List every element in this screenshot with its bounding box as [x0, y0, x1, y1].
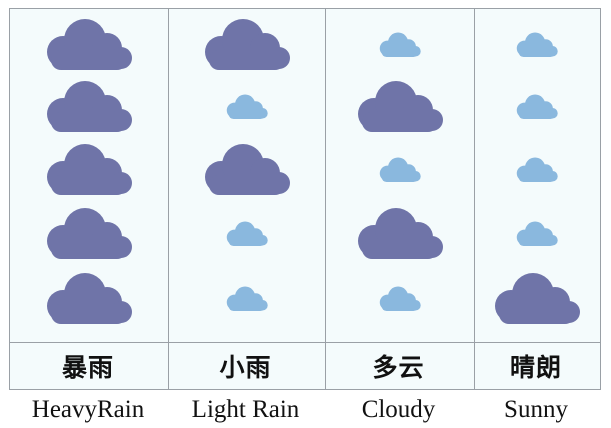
- small-cloud-icon: [325, 138, 474, 201]
- column-3: [325, 9, 474, 342]
- large-cloud-icon: [325, 75, 474, 138]
- small-cloud-icon: [474, 202, 600, 265]
- weather-grid-board: [9, 8, 601, 390]
- column-divider-1: [168, 9, 169, 389]
- small-cloud-icon: [474, 13, 600, 76]
- column-label-en: HeavyRain: [31, 395, 145, 423]
- column-divider-3: [474, 9, 475, 389]
- label-row-divider: [10, 342, 600, 343]
- cloud-icon-grid: [10, 9, 600, 342]
- small-cloud-icon: [474, 138, 600, 201]
- small-cloud-icon: [325, 267, 474, 330]
- column-divider-2: [325, 9, 326, 389]
- large-cloud-icon: [325, 202, 474, 265]
- large-cloud-icon: [10, 75, 168, 138]
- large-cloud-icon: [10, 13, 168, 76]
- column-label-cn: 晴朗: [509, 352, 562, 382]
- column-label-cn: 暴雨: [61, 352, 114, 382]
- small-cloud-icon: [168, 75, 325, 138]
- large-cloud-icon: [168, 13, 325, 76]
- large-cloud-icon: [474, 267, 600, 330]
- small-cloud-icon: [474, 75, 600, 138]
- column-1: [10, 9, 168, 342]
- large-cloud-icon: [10, 267, 168, 330]
- large-cloud-icon: [168, 138, 325, 201]
- column-label-en: Cloudy: [361, 395, 436, 423]
- column-label-en: Light Rain: [191, 395, 300, 423]
- small-cloud-icon: [325, 13, 474, 76]
- column-label-cn: 多云: [372, 352, 425, 382]
- column-2: [168, 9, 325, 342]
- column-4: [474, 9, 600, 342]
- small-cloud-icon: [168, 202, 325, 265]
- large-cloud-icon: [10, 202, 168, 265]
- large-cloud-icon: [10, 138, 168, 201]
- column-label-cn: 小雨: [219, 352, 272, 382]
- column-label-en: Sunny: [504, 395, 568, 423]
- small-cloud-icon: [168, 267, 325, 330]
